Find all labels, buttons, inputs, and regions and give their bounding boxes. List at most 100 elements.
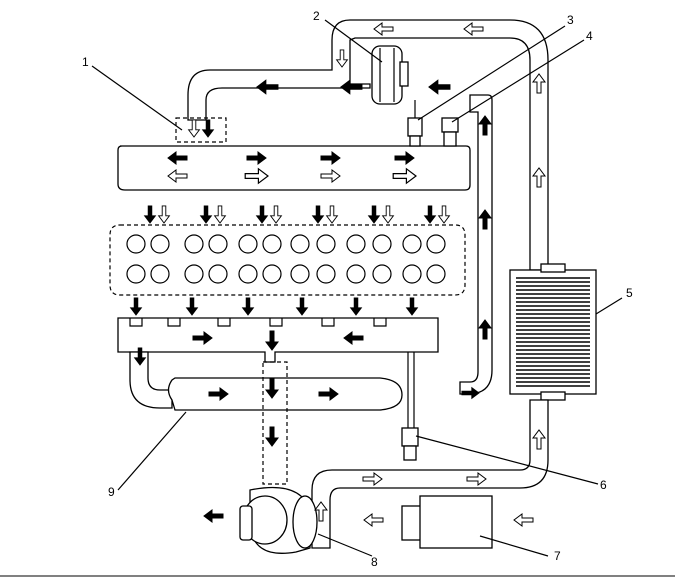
intake-air-flow-arrow-icon bbox=[532, 429, 546, 450]
exhaust-flow-arrow-icon bbox=[340, 79, 363, 95]
valve-port-circle bbox=[208, 264, 228, 284]
callout-1: 1 bbox=[82, 55, 89, 69]
callout-3: 3 bbox=[567, 13, 574, 27]
exhaust-flow-arrow-icon bbox=[349, 297, 363, 316]
valve-port-circle bbox=[346, 234, 366, 254]
inlet-manifold bbox=[117, 145, 471, 191]
intake-air-flow-arrow-icon bbox=[244, 167, 270, 185]
valve-port-circle bbox=[426, 234, 446, 254]
intake-air-flow-arrow-icon bbox=[463, 22, 484, 36]
exhaust-flow-arrow-icon bbox=[208, 387, 229, 401]
exhaust-flow-arrow-icon bbox=[255, 205, 269, 224]
valve-port-circle bbox=[372, 234, 392, 254]
valve-port-circle bbox=[402, 264, 422, 284]
intake-air-flow-arrow-icon bbox=[362, 472, 383, 486]
exhaust-flow-arrow-icon bbox=[478, 115, 492, 136]
exhaust-flow-arrow-icon bbox=[246, 151, 267, 165]
callout-9: 9 bbox=[108, 485, 115, 499]
valve-port-circle bbox=[346, 264, 366, 284]
callout-5: 5 bbox=[626, 286, 633, 300]
leader-lines bbox=[91, 19, 623, 557]
exhaust-flow-arrow-icon bbox=[199, 205, 213, 224]
exhaust-flow-arrow-icon bbox=[133, 347, 147, 366]
intake-air-flow-arrow-icon bbox=[157, 205, 171, 224]
callout-7: 7 bbox=[554, 549, 561, 563]
intake-air-flow-arrow-icon bbox=[187, 119, 201, 138]
intake-air-flow-arrow-icon bbox=[532, 73, 546, 94]
valve-port-circle bbox=[184, 264, 204, 284]
valve-port-circle bbox=[290, 234, 310, 254]
callout-8: 8 bbox=[371, 555, 378, 569]
valve-port-circle bbox=[426, 264, 446, 284]
exhaust-flow-arrow-icon bbox=[256, 79, 279, 95]
exhaust-flow-arrow-icon bbox=[428, 79, 451, 95]
valve-port-circle bbox=[238, 234, 258, 254]
exhaust-flow-arrow-icon bbox=[478, 209, 492, 230]
exhaust-flow-arrow-icon bbox=[295, 297, 309, 316]
exhaust-flow-arrow-icon bbox=[478, 319, 492, 340]
intake-air-flow-arrow-icon bbox=[269, 205, 283, 224]
exhaust-flow-arrow-icon bbox=[167, 151, 188, 165]
exhaust-flow-arrow-icon bbox=[201, 119, 215, 138]
air-shutoff-valve bbox=[371, 45, 409, 105]
intake-air-flow-arrow-icon bbox=[532, 167, 546, 188]
valve-port-circle bbox=[150, 234, 170, 254]
intake-air-flow-arrow-icon bbox=[335, 49, 349, 68]
exhaust-flow-arrow-icon bbox=[203, 509, 224, 523]
flow-arrows bbox=[129, 22, 546, 527]
exhaust-manifold bbox=[117, 317, 439, 363]
cylinder-valves bbox=[126, 234, 446, 284]
exhaust-flow-arrow-icon bbox=[129, 297, 143, 316]
exhaust-flow-arrow-icon bbox=[265, 330, 279, 351]
intake-pipe-upper bbox=[187, 19, 549, 271]
exhaust-bypass-pipe bbox=[129, 351, 403, 411]
wastegate-line bbox=[401, 352, 419, 461]
callout-4: 4 bbox=[586, 29, 593, 43]
air-cleaner bbox=[401, 495, 493, 549]
exhaust-flow-arrow-icon bbox=[311, 205, 325, 224]
exhaust-flow-arrow-icon bbox=[343, 331, 364, 345]
valve-port-circle bbox=[262, 234, 282, 254]
intake-air-flow-arrow-icon bbox=[167, 169, 188, 183]
callout-2: 2 bbox=[313, 9, 320, 23]
valve-port-circle bbox=[208, 234, 228, 254]
valve-port-circle bbox=[238, 264, 258, 284]
valve-port-circle bbox=[126, 234, 146, 254]
intake-air-flow-arrow-icon bbox=[381, 205, 395, 224]
exhaust-flow-arrow-icon bbox=[423, 205, 437, 224]
valve-port-circle bbox=[184, 234, 204, 254]
inlet-manifold-temperature-sensor bbox=[441, 117, 459, 147]
intake-pipe-lower bbox=[311, 399, 549, 549]
exhaust-down-pipe bbox=[262, 361, 288, 485]
valve-port-circle bbox=[402, 234, 422, 254]
exhaust-flow-arrow-icon bbox=[265, 378, 279, 399]
intake-air-flow-arrow-icon bbox=[466, 472, 487, 486]
intake-air-flow-arrow-icon bbox=[320, 169, 341, 183]
inlet-manifold-pressure-sensor bbox=[407, 100, 423, 147]
intake-air-flow-arrow-icon bbox=[437, 205, 451, 224]
valve-port-circle bbox=[126, 264, 146, 284]
valve-port-circle bbox=[372, 264, 392, 284]
callout-labels: 1 2 3 4 5 6 7 8 9 bbox=[82, 9, 633, 569]
exhaust-flow-arrow-icon bbox=[461, 386, 480, 400]
cylinder-block bbox=[109, 224, 466, 296]
callout-6: 6 bbox=[600, 478, 607, 492]
valve-port-circle bbox=[316, 264, 336, 284]
exhaust-flow-arrow-icon bbox=[394, 151, 415, 165]
exhaust-flow-arrow-icon bbox=[318, 387, 339, 401]
aftercooler bbox=[509, 263, 597, 401]
exhaust-flow-arrow-icon bbox=[143, 205, 157, 224]
exhaust-flow-arrow-icon bbox=[405, 297, 419, 316]
intake-air-flow-arrow-icon bbox=[325, 205, 339, 224]
valve-port-circle bbox=[262, 264, 282, 284]
exhaust-flow-arrow-icon bbox=[367, 205, 381, 224]
intake-air-flow-arrow-icon bbox=[314, 501, 328, 522]
hose-clamp bbox=[175, 117, 227, 143]
valve-port-circle bbox=[150, 264, 170, 284]
exhaust-flow-arrow-icon bbox=[241, 297, 255, 316]
turbocharger bbox=[239, 486, 318, 554]
valve-port-circle bbox=[316, 234, 336, 254]
intake-air-flow-arrow-icon bbox=[363, 513, 384, 527]
intake-air-flow-arrow-icon bbox=[213, 205, 227, 224]
